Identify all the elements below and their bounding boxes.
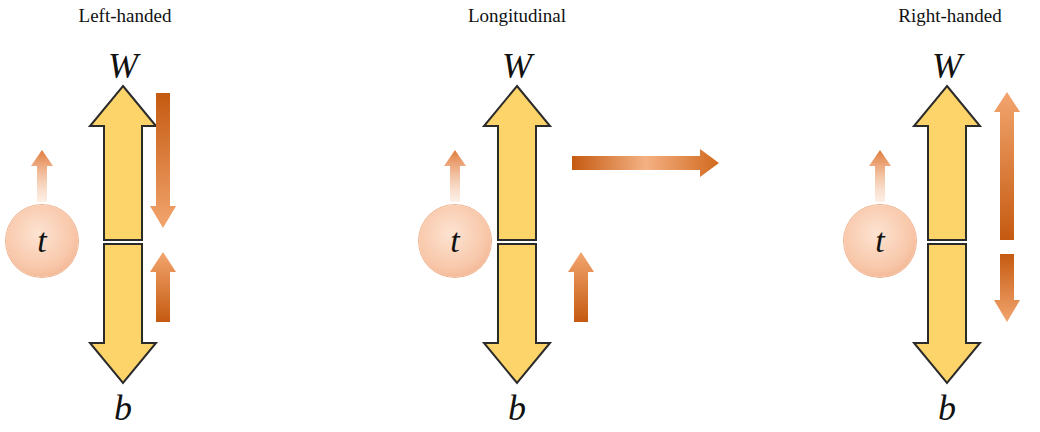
panel-title: Left-handed: [79, 5, 172, 27]
particle-label: t: [875, 224, 884, 258]
top-quark-circle: t: [419, 205, 491, 277]
particle-label: W: [502, 48, 532, 84]
particle-label: t: [450, 224, 459, 258]
particle-label: t: [37, 224, 46, 258]
top-quark-circle: t: [844, 205, 916, 277]
panel-title: Right-handed: [898, 5, 1001, 27]
particle-label: b: [938, 390, 956, 426]
particle-label: b: [508, 390, 526, 426]
particle-label: W: [108, 48, 138, 84]
particle-label: W: [932, 48, 962, 84]
w-spin-arrows: [150, 92, 1020, 322]
particle-label: b: [114, 390, 132, 426]
w-b-arrows: [90, 86, 980, 383]
top-quark-circle: t: [6, 205, 78, 277]
panel-title: Longitudinal: [468, 5, 566, 27]
